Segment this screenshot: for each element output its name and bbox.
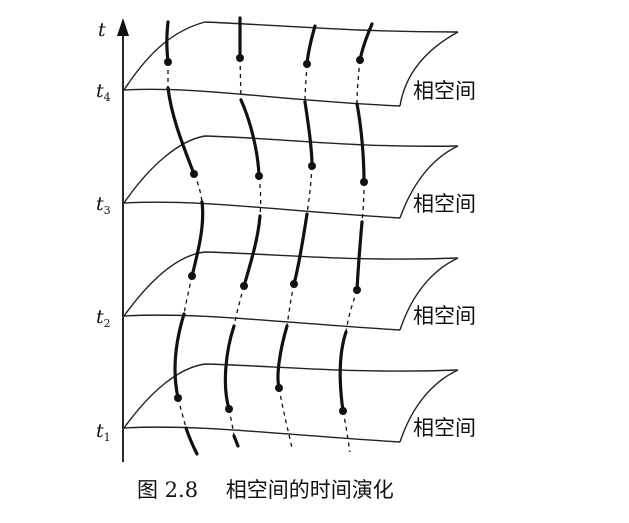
trajectory-3-point-t4 [303, 60, 311, 68]
trajectory-1-point-t2 [188, 272, 196, 280]
trajectory-2-point-t1 [225, 405, 233, 413]
phase-space-sheet-3 [123, 135, 459, 219]
trajectory-3-point-t2 [290, 280, 298, 288]
trajectory-2-point-t2 [240, 282, 248, 290]
trajectory-4-point-t1 [339, 407, 347, 415]
phase-space-sheet-2 [123, 251, 459, 331]
trajectory-2 [223, 16, 263, 448]
trajectory-1-point-t4 [164, 58, 172, 66]
trajectory-4 [338, 22, 374, 453]
time-level-label-t3: t3 [96, 193, 111, 217]
time-level-label-t1: t1 [96, 420, 111, 444]
trajectory-4-point-t4 [356, 56, 364, 64]
time-level-label-t4: t4 [96, 80, 111, 104]
phase-space-sheet-4 [123, 21, 459, 107]
trajectory-2-point-t3 [255, 172, 263, 180]
phase-space-label-t3: 相空间 [413, 192, 476, 216]
phase-space-label-t1: 相空间 [413, 416, 476, 440]
trajectory-3-point-t1 [275, 384, 283, 392]
trajectory-1-point-t3 [190, 170, 198, 178]
trajectory-4-point-t2 [353, 286, 361, 294]
trajectory-3-point-t3 [308, 162, 316, 170]
time-axis-arrow [117, 18, 129, 36]
trajectory-4-point-t3 [360, 178, 368, 186]
trajectory-1-point-t1 [174, 394, 182, 402]
time-level-label-t2: t2 [96, 306, 111, 330]
phase-space-label-t2: 相空间 [413, 304, 476, 328]
trajectory-1 [164, 20, 205, 456]
trajectory-2-point-t4 [236, 54, 244, 62]
phase-space-label-t4: 相空间 [413, 79, 476, 103]
time-axis-label: t [98, 19, 106, 41]
figure-caption: 图 2.8 相空间的时间演化 [137, 478, 394, 502]
trajectory-3 [275, 24, 317, 449]
